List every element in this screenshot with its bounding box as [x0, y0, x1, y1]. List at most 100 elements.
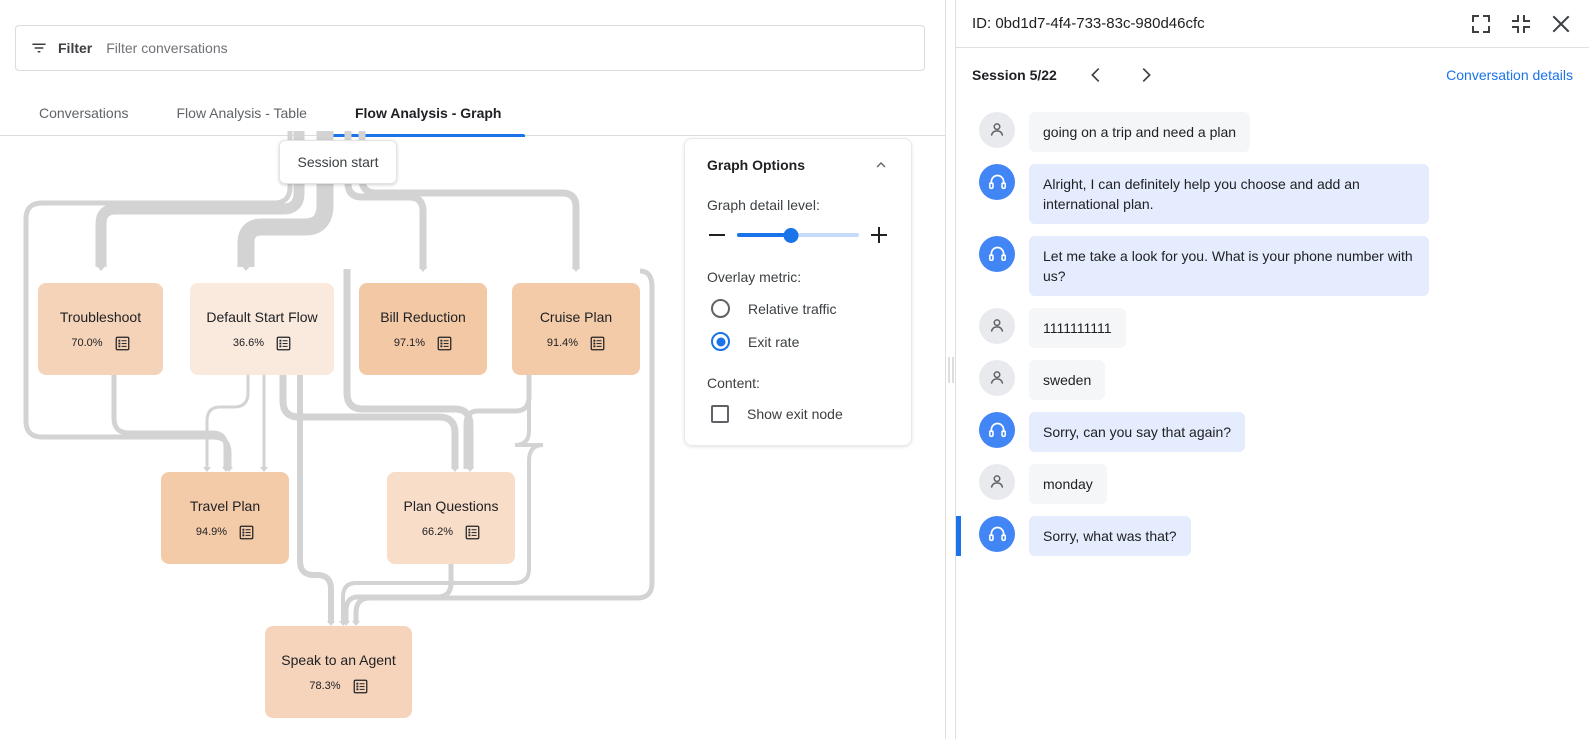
tab-conversations[interactable]: Conversations: [39, 105, 129, 121]
session-navigation-bar: Session 5/22 Conversation details: [956, 48, 1589, 102]
message-user: monday: [956, 458, 1589, 510]
session-start-label: Session start: [297, 154, 379, 170]
graph-detail-level-label: Graph detail level:: [707, 197, 820, 213]
graph-node-default-start-flow[interactable]: Default Start Flow 36.6%: [190, 283, 334, 375]
minus-icon[interactable]: [707, 225, 727, 245]
message-bubble: 1111111111: [1029, 308, 1126, 348]
avatar-user: [979, 360, 1015, 396]
node-title: Cruise Plan: [539, 308, 613, 325]
filter-bar[interactable]: Filter: [15, 25, 925, 71]
node-metric-row: 94.9%: [196, 525, 254, 540]
list-details-icon[interactable]: [115, 336, 130, 351]
session-start-tooltip: Session start: [279, 140, 397, 184]
node-metric: 66.2%: [421, 526, 454, 538]
detail-panel-header: ID: 0bd1d7-4f4-733-83c-980d46cfc: [956, 0, 1589, 48]
search-input[interactable]: [106, 40, 910, 56]
node-title: Bill Reduction: [380, 308, 466, 325]
filter-icon: [32, 43, 46, 53]
node-title: Plan Questions: [403, 497, 499, 514]
flow-edges: [23, 131, 655, 626]
graph-node-troubleshoot[interactable]: Troubleshoot 70.0%: [38, 283, 163, 375]
node-metric-row: 36.6%: [233, 336, 291, 351]
node-metric-row: 66.2%: [422, 525, 480, 540]
filter-label: Filter: [58, 40, 93, 56]
checkbox-show-exit-node[interactable]: Show exit node: [707, 405, 889, 423]
content-label: Content:: [707, 375, 760, 391]
tab-bar: Conversations Flow Analysis - Table Flow…: [0, 90, 945, 137]
slider-thumb[interactable]: [783, 227, 799, 243]
message-bubble: Let me take a look for you. What is your…: [1029, 236, 1429, 296]
node-title: Travel Plan: [189, 497, 261, 514]
graph-node-bill-reduction[interactable]: Bill Reduction 97.1%: [359, 283, 487, 375]
graph-node-plan-questions[interactable]: Plan Questions 66.2%: [387, 472, 515, 564]
avatar-agent: [979, 412, 1015, 448]
headset-icon: [988, 246, 1006, 261]
list-details-icon[interactable]: [437, 336, 452, 351]
node-title: Speak to an Agent: [281, 651, 396, 668]
slider-fill: [737, 233, 791, 237]
headset-icon: [988, 174, 1006, 189]
graph-detail-slider-row: [707, 225, 889, 245]
headset-icon: [988, 526, 1006, 541]
chevron-left-icon[interactable]: [1085, 64, 1107, 86]
list-details-icon[interactable]: [590, 336, 605, 351]
avatar-agent: [979, 516, 1015, 552]
tab-flow-analysis-graph[interactable]: Flow Analysis - Graph: [330, 90, 526, 137]
fullscreen-collapse-icon[interactable]: [1509, 12, 1533, 36]
message-user: sweden: [956, 354, 1589, 406]
message-agent: Sorry, can you say that again?: [956, 406, 1589, 458]
list-details-icon[interactable]: [276, 336, 291, 351]
graph-node-travel-plan[interactable]: Travel Plan 94.9%: [161, 472, 289, 564]
message-user: going on a trip and need a plan: [956, 106, 1589, 158]
list-details-icon[interactable]: [239, 525, 254, 540]
node-metric: 97.1%: [393, 337, 426, 349]
radio-relative-traffic[interactable]: Relative traffic: [707, 299, 889, 318]
message-agent: Let me take a look for you. What is your…: [956, 230, 1589, 302]
graph-options-header: Graph Options: [707, 157, 889, 173]
message-bubble: going on a trip and need a plan: [1029, 112, 1251, 152]
avatar-user: [979, 464, 1015, 500]
conversation-id: ID: 0bd1d7-4f4-733-83c-980d46cfc: [972, 15, 1205, 32]
radio-button-unchecked-icon[interactable]: [711, 299, 730, 318]
list-details-icon[interactable]: [353, 679, 368, 694]
conversation-details-link[interactable]: Conversation details: [1446, 67, 1573, 83]
graph-node-speak-to-an-agent[interactable]: Speak to an Agent 78.3%: [265, 626, 412, 718]
graph-detail-slider[interactable]: [737, 227, 859, 243]
session-counter: Session 5/22: [972, 67, 1057, 83]
radio-button-checked-icon[interactable]: [711, 332, 730, 351]
graph-options-card: Graph Options Graph detail level: Overla…: [684, 138, 912, 446]
avatar-agent: [979, 236, 1015, 272]
avatar-user: [979, 308, 1015, 344]
graph-node-cruise-plan[interactable]: Cruise Plan 91.4%: [512, 283, 640, 375]
message-agent: Sorry, what was that?: [956, 510, 1589, 562]
node-metric: 78.3%: [309, 680, 341, 692]
checkbox-unchecked-icon[interactable]: [711, 405, 729, 423]
person-icon: [990, 371, 1004, 384]
chevron-right-icon[interactable]: [1135, 64, 1157, 86]
node-metric: 94.9%: [195, 526, 228, 538]
checkbox-label: Show exit node: [747, 406, 843, 422]
chevron-up-icon[interactable]: [873, 157, 889, 173]
message-agent: Alright, I can definitely help you choos…: [956, 158, 1589, 230]
node-metric: 36.6%: [232, 337, 265, 349]
conversation-detail-panel: ID: 0bd1d7-4f4-733-83c-980d46cfc Session…: [956, 0, 1589, 739]
message-bubble: sweden: [1029, 360, 1106, 400]
node-metric-row: 78.3%: [309, 679, 367, 694]
message-bubble: monday: [1029, 464, 1107, 504]
fullscreen-expand-icon[interactable]: [1469, 12, 1493, 36]
avatar-user: [979, 112, 1015, 148]
node-title: Default Start Flow: [206, 308, 318, 325]
tab-flow-analysis-table[interactable]: Flow Analysis - Table: [176, 105, 307, 121]
close-icon[interactable]: [1549, 12, 1573, 36]
flow-graph-canvas[interactable]: Session start Troubleshoot 70.0% Default…: [0, 131, 945, 739]
radio-exit-rate[interactable]: Exit rate: [707, 332, 889, 351]
radio-label: Exit rate: [748, 333, 800, 350]
panel-resize-handle[interactable]: [945, 0, 956, 739]
message-bubble: Sorry, can you say that again?: [1029, 412, 1246, 452]
node-metric: 91.4%: [546, 337, 579, 349]
list-details-icon[interactable]: [465, 525, 480, 540]
node-metric: 70.0%: [71, 337, 103, 349]
plus-icon[interactable]: [869, 225, 889, 245]
